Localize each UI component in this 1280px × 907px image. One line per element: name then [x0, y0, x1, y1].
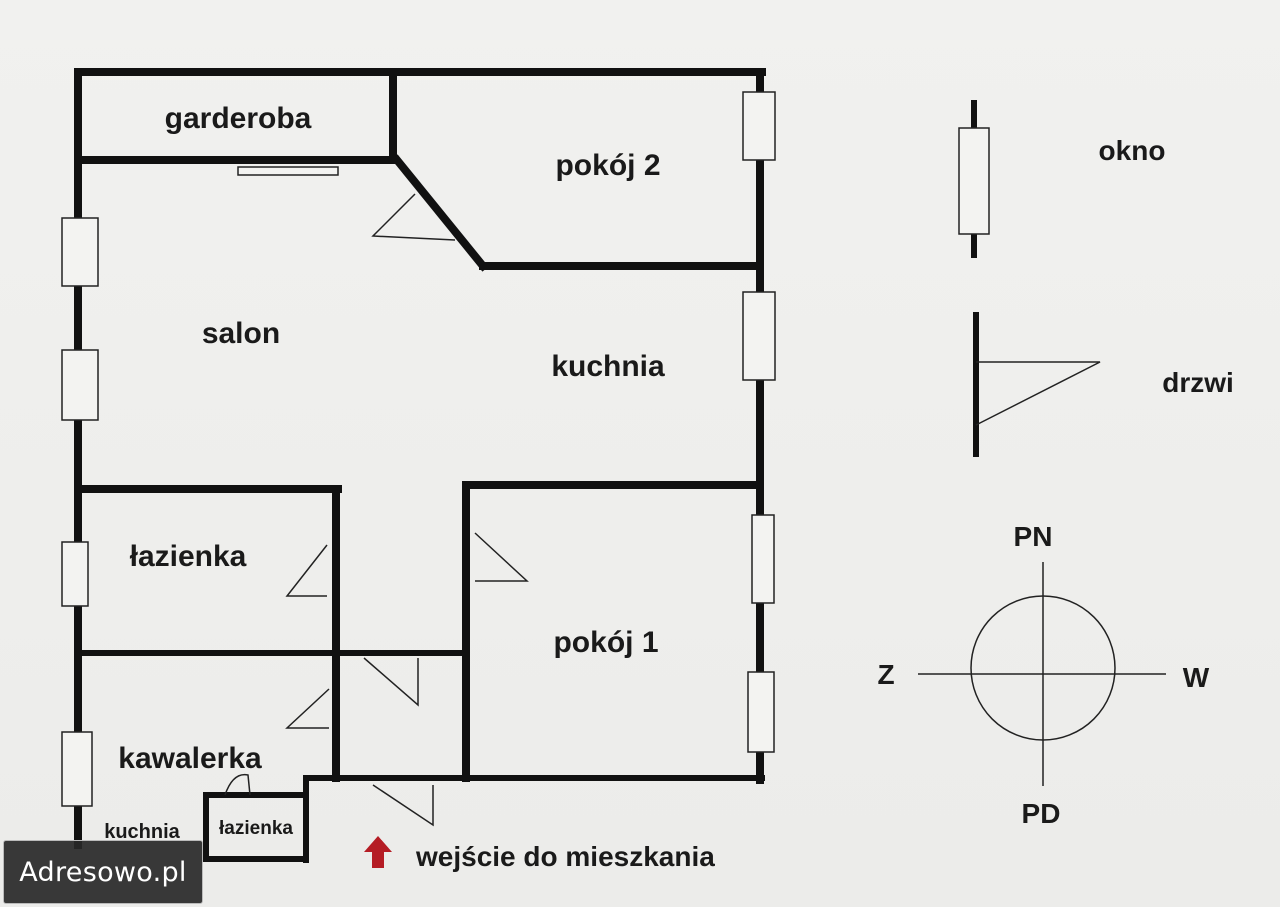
window-pokoj2 — [742, 91, 776, 161]
legend-window-icon — [958, 127, 990, 235]
room-label-pokoj2: pokój 2 — [555, 149, 660, 182]
compass-north-label: PN — [1014, 521, 1053, 552]
window-kawalerka — [61, 731, 93, 807]
legend-window-label: okno — [1099, 135, 1166, 166]
wall-kawalerka-bathroom — [203, 792, 309, 862]
door-kawalerka-bathroom — [224, 773, 251, 796]
room-labels: garderoba pokój 2 salon kuchnia łazienka… — [104, 102, 665, 843]
room-label-salon: salon — [202, 317, 280, 350]
legend-door-label: drzwi — [1162, 367, 1234, 398]
room-label-kuchnia: kuchnia — [551, 350, 665, 383]
compass-east-label: W — [1183, 662, 1210, 693]
room-label-lazienka: łazienka — [130, 540, 247, 573]
window-garderoba-closet — [237, 166, 339, 176]
door-pokoj1 — [474, 532, 529, 582]
door-lazienka — [285, 544, 328, 597]
room-label-kawalerka-lazienka: łazienka — [219, 818, 293, 839]
entrance-label: wejście do mieszkania — [415, 841, 715, 872]
walls — [74, 68, 766, 863]
legend-door-icon — [975, 361, 1101, 426]
wall-diagonal — [391, 154, 489, 272]
room-label-kawalerka: kawalerka — [118, 742, 262, 775]
window-salon-bottom — [61, 349, 99, 421]
window-kuchnia — [742, 291, 776, 381]
window-pokoj1-bottom — [747, 671, 775, 753]
entrance: wejście do mieszkania — [364, 836, 715, 872]
window-lazienka — [61, 541, 89, 607]
room-label-pokoj1: pokój 1 — [553, 626, 658, 659]
door-kawalerka — [285, 688, 330, 729]
entrance-arrow-icon — [364, 836, 392, 868]
door-pokoj2 — [371, 193, 456, 241]
door-entrance — [372, 784, 434, 827]
doors — [224, 193, 529, 827]
window-salon-top — [61, 217, 99, 287]
window-pokoj1-top — [751, 514, 775, 604]
windows — [61, 91, 776, 807]
room-label-garderoba: garderoba — [165, 102, 312, 135]
compass-south-label: PD — [1022, 798, 1061, 829]
door-corridor — [363, 657, 419, 707]
legend: okno drzwi — [958, 100, 1234, 457]
compass: PN PD Z W — [877, 521, 1209, 829]
compass-west-label: Z — [877, 659, 894, 690]
watermark-logo: Adresowo.pl — [3, 840, 203, 904]
room-label-kawalerka-kuchnia: kuchnia — [104, 821, 180, 843]
